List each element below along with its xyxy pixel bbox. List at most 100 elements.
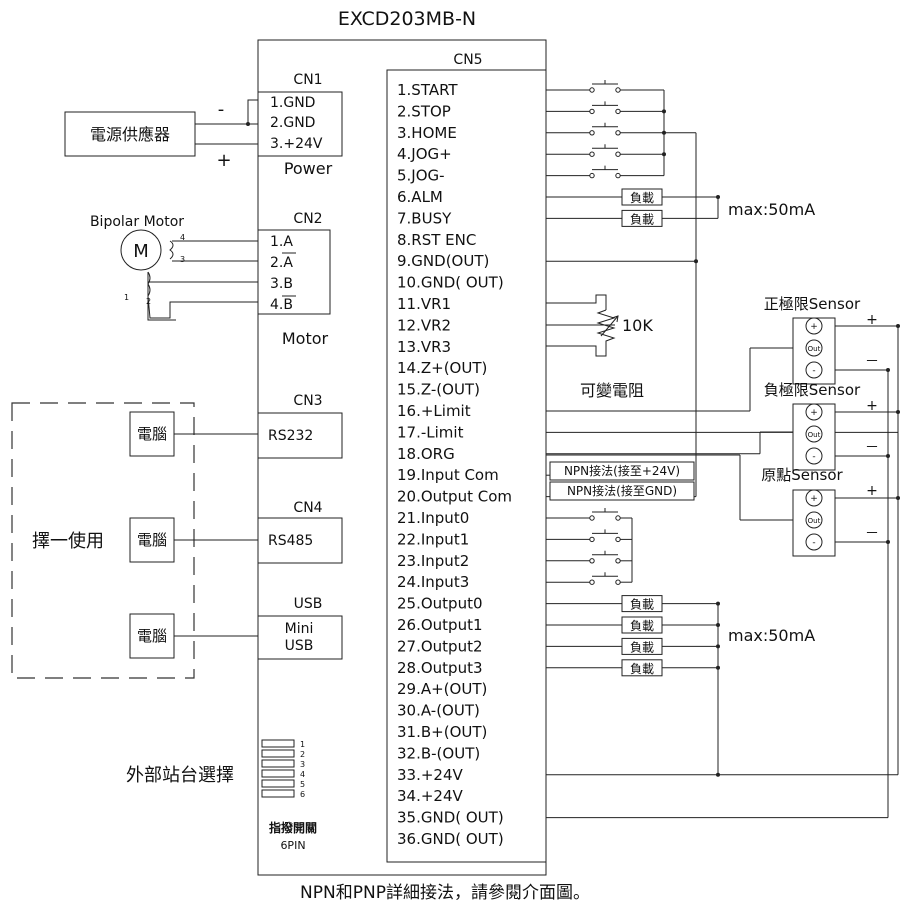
cn5-pin-34: 34.+24V: [397, 787, 464, 805]
cn5-external-wiring: [546, 80, 898, 819]
cn3-port: RS232: [268, 428, 313, 444]
cn1-connector: [257, 91, 343, 157]
power-minus-sign: -: [218, 99, 225, 120]
cn5-label: CN5: [453, 52, 482, 68]
cn5-pin-9: 9.GND(OUT): [397, 252, 489, 270]
motor-label: Bipolar Motor: [90, 214, 184, 230]
choose-one-label: 擇一使用: [32, 531, 104, 552]
power-supply-box: [64, 111, 196, 157]
computer-2: [129, 517, 175, 563]
dip-num-3: 3: [300, 760, 305, 769]
sensor-group: +Out-+Out-+Out-: [792, 317, 900, 818]
cn5-pin-11: 11.VR1: [397, 295, 451, 313]
cn5-pin-2: 2.STOP: [397, 102, 451, 120]
rail-minus-2: －: [865, 440, 879, 456]
dip-switch: [261, 739, 295, 798]
sensor-2-pin-minus: [805, 447, 823, 465]
cn5-pin-12: 12.VR2: [397, 316, 451, 334]
sensor-label-3: 原點Sensor: [761, 466, 843, 484]
load-box-2: [621, 209, 663, 227]
cn2-pin-1: 1.A: [270, 234, 293, 250]
dip-num-2: 2: [300, 750, 305, 759]
cn5-pin-6: 6.ALM: [397, 188, 443, 206]
load-label-2: 負載: [630, 212, 654, 226]
cn5-pin-24: 24.Input3: [397, 573, 469, 591]
cn5-pin-25: 25.Output0: [397, 595, 483, 613]
cn5-pin-27: 27.Output2: [397, 637, 483, 655]
cn5-pin-13: 13.VR3: [397, 338, 451, 356]
sensor-2-pin-out: [805, 425, 823, 443]
cn2-connector: [257, 229, 331, 315]
computer-1-label: 電腦: [137, 425, 167, 443]
cn5-pin-29: 29.A+(OUT): [397, 680, 487, 698]
cn3-connector: [257, 412, 343, 459]
dip-caption-2: 6PIN: [280, 839, 305, 852]
rail-plus-2: +: [866, 398, 878, 414]
dip-num-4: 4: [300, 770, 305, 779]
sensor-3-pin-label-plus: +: [810, 494, 818, 504]
power-wires: [195, 99, 258, 145]
cn1-caption: Power: [284, 159, 333, 178]
cn5-pin-20: 20.Output Com: [397, 488, 512, 506]
cn5-pin-5: 5.JOG-: [397, 167, 445, 185]
cn5-pin-21: 21.Input0: [397, 509, 469, 527]
sensor-1-pin-plus: [805, 317, 823, 335]
load-label-1: 負載: [630, 191, 654, 205]
power-supply-label: 電源供應器: [90, 125, 170, 144]
motor-wire-3: 3: [180, 255, 185, 264]
sensor-2-pin-plus: [805, 403, 823, 421]
sensor-3-pin-minus: [805, 533, 823, 551]
load-label-5: 負載: [630, 640, 654, 654]
load-label-4: 負載: [630, 619, 654, 633]
cn1-label: CN1: [293, 72, 322, 88]
computer-1: [129, 411, 175, 457]
cn5-pin-17: 17.-Limit: [397, 423, 464, 441]
power-plus-sign: +: [216, 150, 231, 171]
sensor-1-pin-label-minus: -: [812, 366, 815, 376]
sensor-label-2: 負極限Sensor: [764, 381, 861, 399]
cn4-connector: [257, 517, 343, 564]
usb-line2: USB: [285, 638, 314, 654]
cn5-pin-26: 26.Output1: [397, 616, 483, 634]
potentiometer: [546, 294, 619, 357]
sensor-1-pin-label-out: Out: [808, 345, 821, 353]
cn5-connector: [386, 69, 547, 863]
load-box-6: [621, 659, 663, 677]
motor-wires: [147, 240, 258, 321]
dip-num-1: 1: [300, 740, 305, 749]
cn5-pin-10: 10.GND( OUT): [397, 274, 504, 292]
rail-plus-1: +: [866, 312, 878, 328]
cn5-pin-list: 1.START2.STOP3.HOME4.JOG+5.JOG-6.ALM7.BU…: [397, 81, 512, 848]
motor-wire-1: 1: [124, 293, 129, 302]
cn5-pin-35: 35.GND( OUT): [397, 809, 504, 827]
motor-wire-4: 4: [180, 233, 185, 242]
cn1-pin-2: 2.GND: [270, 115, 315, 131]
pot-caption: 可變電阻: [580, 381, 644, 400]
npn-note-1: NPN接法(接至+24V): [564, 463, 680, 478]
npn-note-2-box: [549, 481, 695, 501]
cn1-pin-1: 1.GND: [270, 95, 315, 111]
computer-3: [129, 613, 175, 659]
max-current-2: max:50mA: [728, 626, 815, 645]
cn2-pin-4: 4.B: [270, 297, 293, 313]
sensor-1-pin-out: [805, 339, 823, 357]
load-label-3: 負載: [630, 598, 654, 612]
cn5-pin-36: 36.GND( OUT): [397, 830, 504, 848]
cn4-port: RS485: [268, 533, 313, 549]
load-box-3: [621, 595, 663, 613]
cn5-pin-14: 14.Z+(OUT): [397, 359, 487, 377]
cn2-label: CN2: [293, 211, 322, 227]
cn2-caption: Motor: [282, 329, 329, 348]
max-current-1: max:50mA: [728, 200, 815, 219]
cn5-pin-4: 4.JOG+: [397, 145, 452, 163]
sensor-1-pin-minus: [805, 361, 823, 379]
rail-minus-3: －: [865, 526, 879, 542]
sensor-2-pin-label-out: Out: [808, 431, 821, 439]
computer-2-label: 電腦: [137, 531, 167, 549]
sensor-3-pin-out: [805, 511, 823, 529]
motor-symbol: [120, 229, 162, 271]
rail-minus-1: －: [865, 354, 879, 370]
cn5-pin-33: 33.+24V: [397, 766, 464, 784]
cn2-pin-3: 3.B: [270, 276, 293, 292]
load-box-1: [621, 188, 663, 206]
